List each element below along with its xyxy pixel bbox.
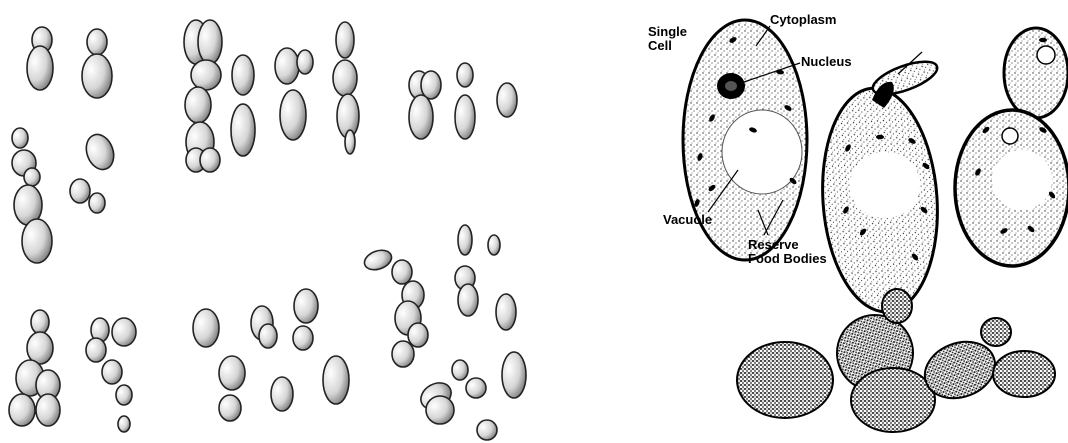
label-single-cell: Single Cell <box>648 25 687 53</box>
left-sketch-panel <box>9 20 526 440</box>
label-reserve-food-bodies: Reserve Food Bodies <box>748 238 827 266</box>
label-vacuole: Vacuole <box>663 213 712 227</box>
budding-cell <box>815 52 944 316</box>
mother-daughter-cells <box>955 28 1068 266</box>
dark-cell-cluster <box>737 289 1055 432</box>
vacuole <box>722 110 802 194</box>
label-cytoplasm: Cytoplasm <box>770 13 836 27</box>
label-nucleus: Nucleus <box>801 55 852 69</box>
right-diagram-panel <box>683 20 1068 432</box>
